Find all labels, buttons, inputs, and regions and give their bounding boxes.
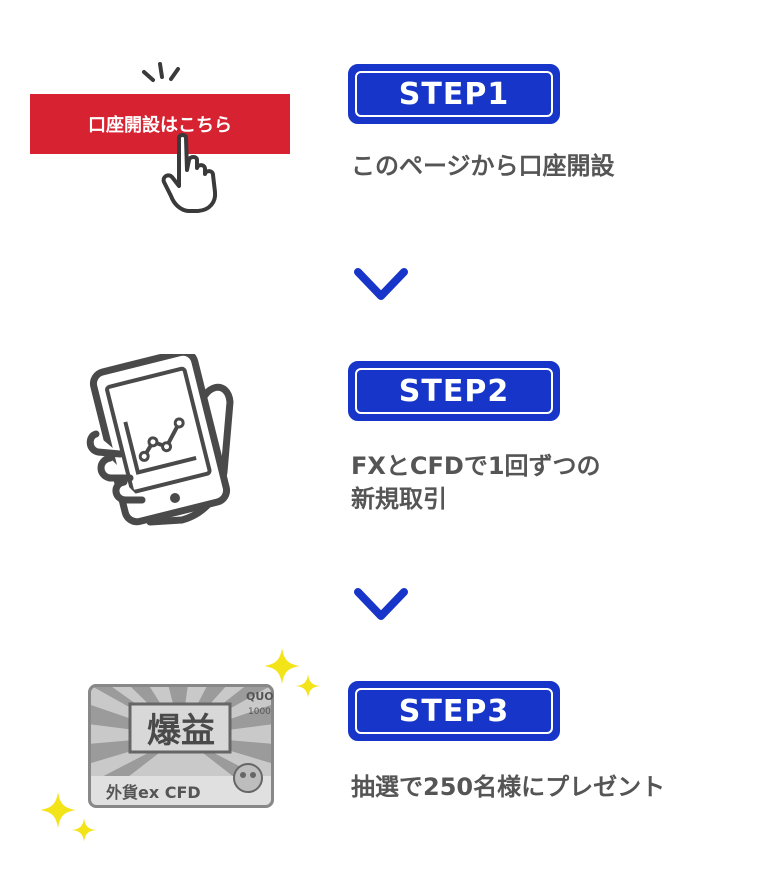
step2-description: FXとCFDで1回ずつの 新規取引 (351, 450, 601, 516)
card-value: 1000 (248, 707, 271, 717)
click-lines-icon (142, 62, 180, 82)
step2-text-line-1: FXとCFDで1回ずつの (351, 452, 601, 480)
card-title: 爆益 (147, 711, 215, 751)
smartphone-chart-icon (86, 354, 234, 526)
card-brand: 外貨ex CFD (105, 783, 201, 802)
pointing-hand-icon (161, 133, 218, 213)
step2-badge: STEP2 (348, 361, 560, 421)
step1-description: このページから口座開設 (351, 150, 615, 183)
step2-badge-label: STEP2 (398, 373, 510, 409)
sparkle-icon (264, 648, 320, 698)
step3-description: 抽選で250名様にプレゼント (351, 771, 665, 804)
card-logo: QUO (246, 690, 274, 703)
chevron-down-icon (354, 588, 408, 620)
sparkle-icon (40, 792, 96, 842)
step3-badge: STEP3 (348, 681, 560, 741)
chevron-down-icon (354, 268, 408, 300)
cta-label: 口座開設はこちら (88, 115, 232, 136)
step1-badge-label: STEP1 (398, 76, 510, 112)
step3-text-line: 抽選で250名様にプレゼント (351, 773, 666, 801)
step2-text-line-2: 新規取引 (351, 485, 447, 513)
step1-badge: STEP1 (348, 64, 560, 124)
step1-text-line: このページから口座開設 (351, 152, 615, 180)
open-account-cta-illustration: 口座開設はこちら (30, 94, 290, 154)
quo-card-image: 爆益 外貨ex CFD QUO 1000 (88, 684, 274, 808)
step3-badge-label: STEP3 (398, 693, 510, 729)
